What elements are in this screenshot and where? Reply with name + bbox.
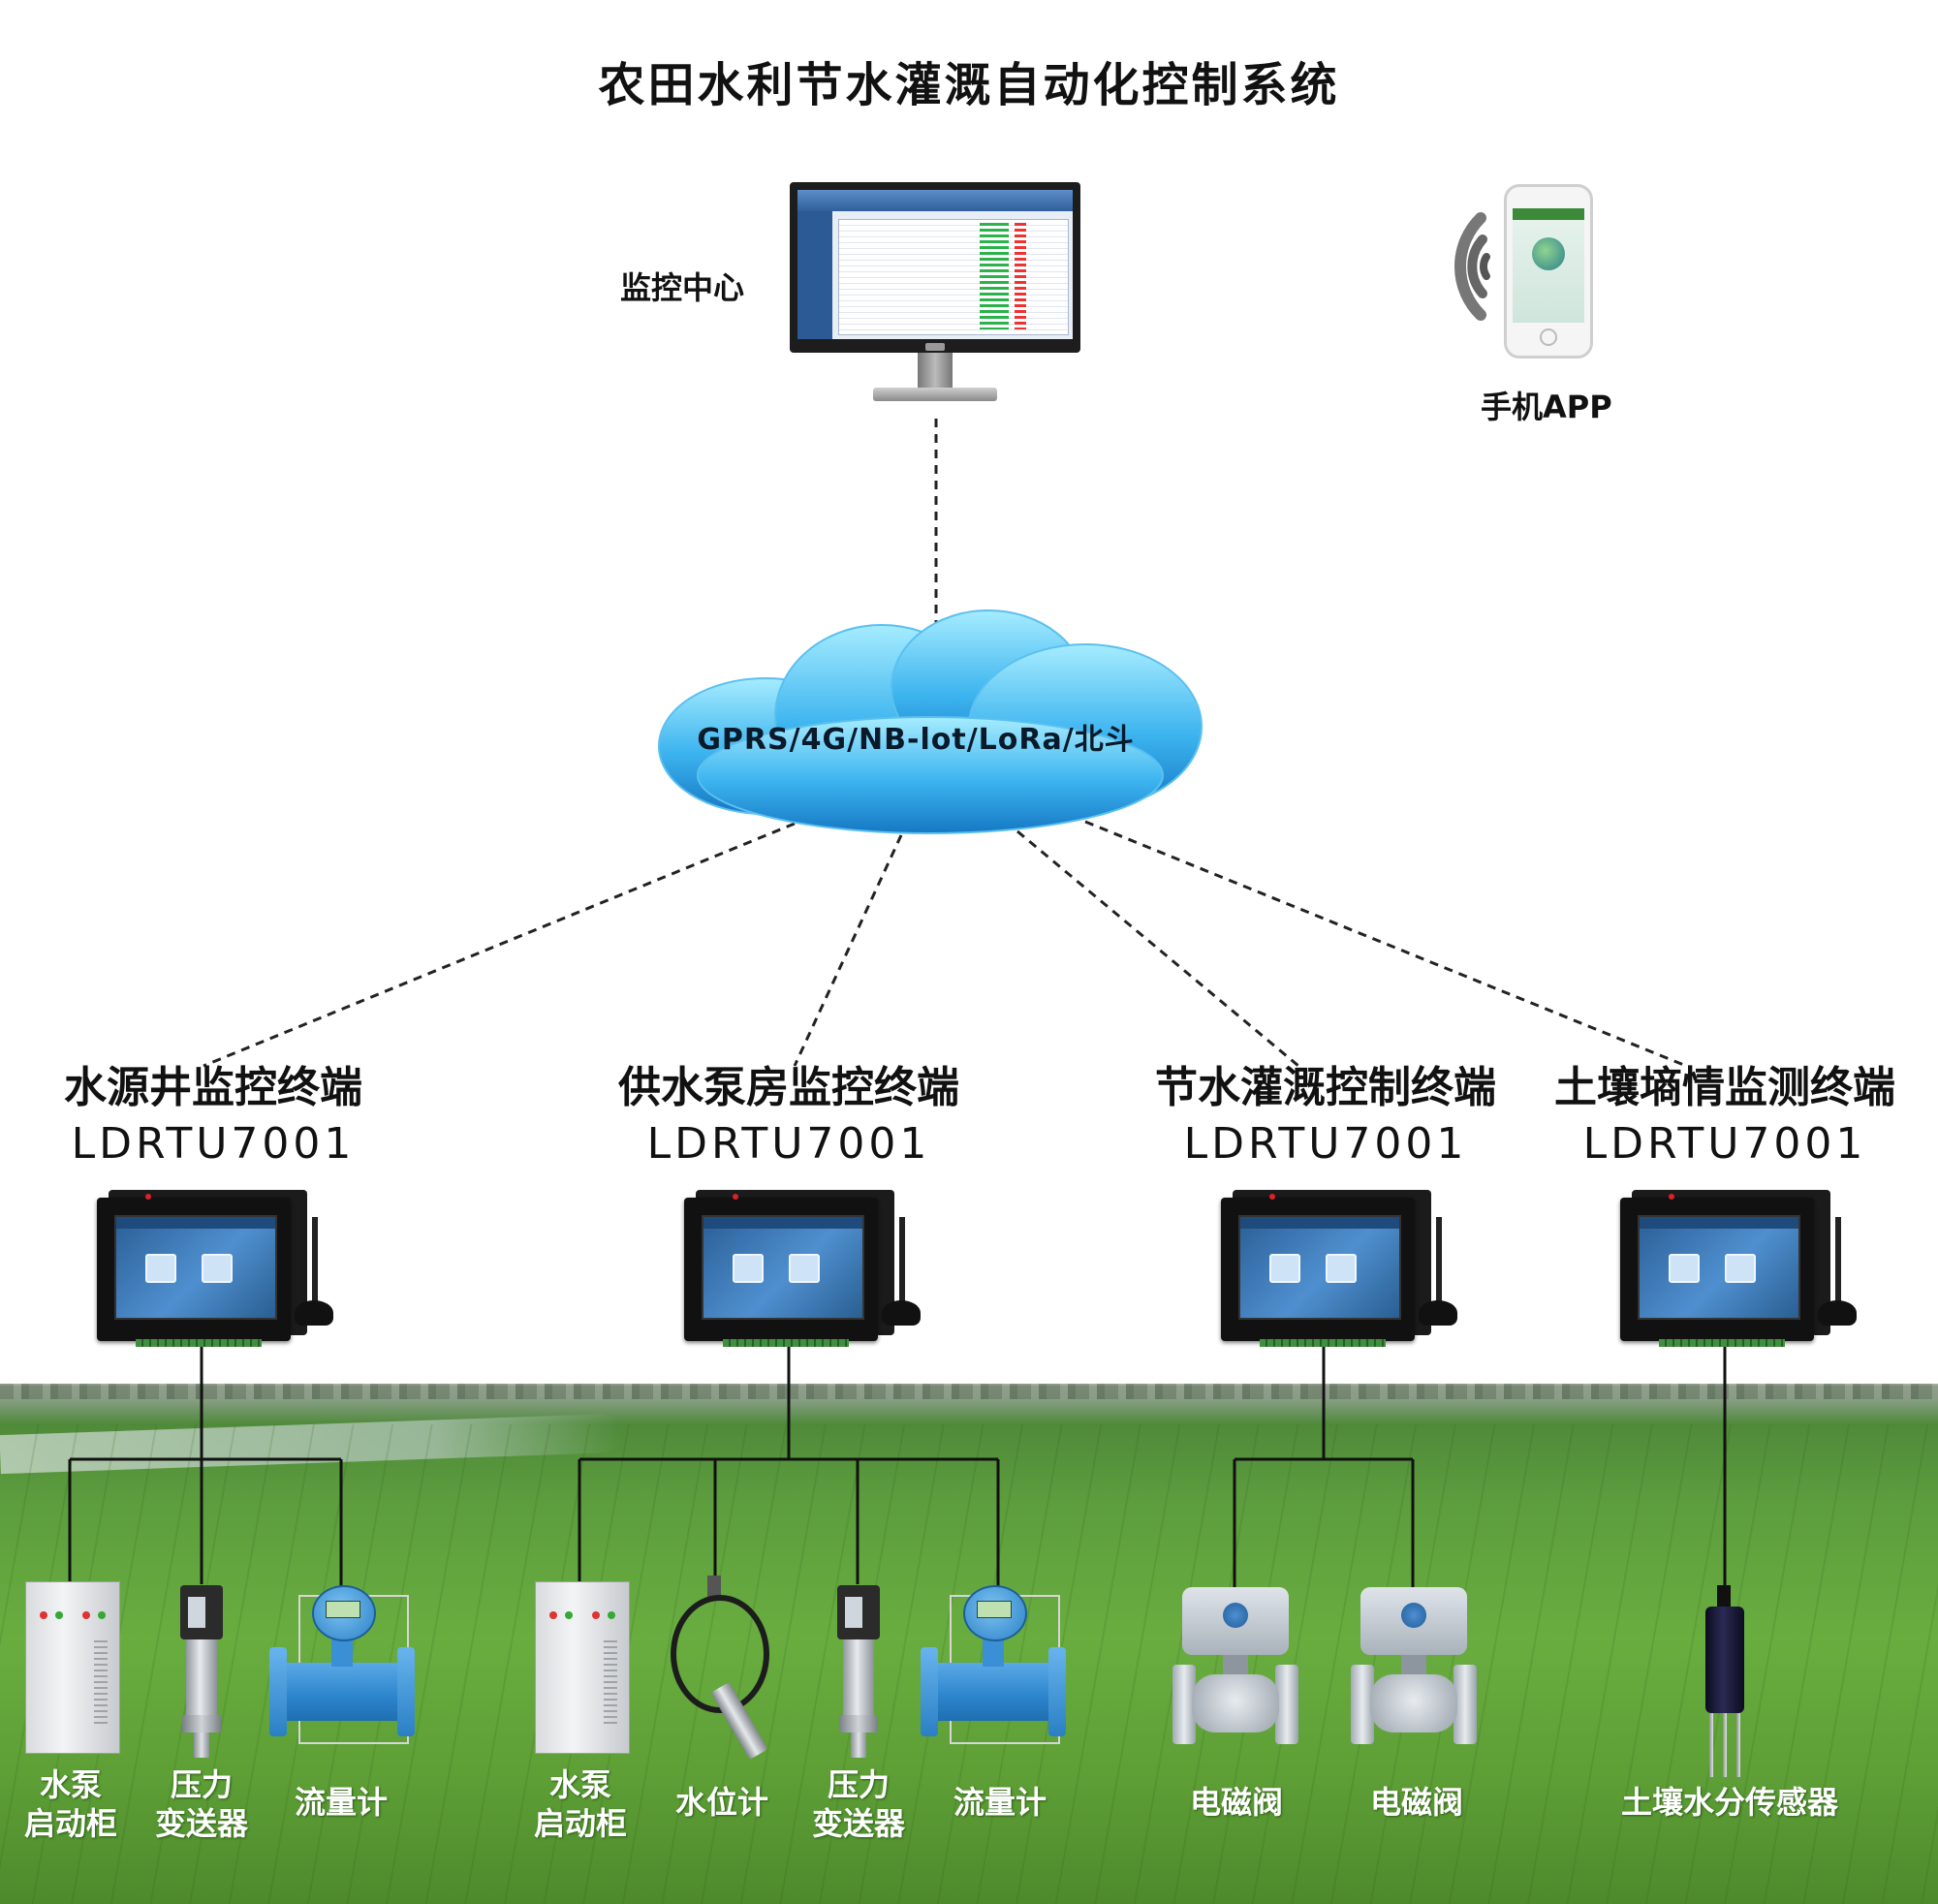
device-label-solenoid-valve: 电磁阀 <box>1189 1784 1283 1821</box>
device-label-pressure-transmitter: 压力变送器 <box>811 1766 905 1842</box>
terminal-4-device <box>1620 1190 1857 1347</box>
flow-meter-icon <box>921 1585 1066 1750</box>
wireless-signal-icon <box>1454 212 1490 321</box>
solenoid-valve-icon <box>1172 1587 1298 1762</box>
terminal-2-device <box>684 1190 921 1347</box>
terminal-4-name: 土壤墒情监测终端 <box>1554 1063 1895 1112</box>
device-label-solenoid-valve: 电磁阀 <box>1369 1784 1463 1821</box>
link-cloud-terminal-1 <box>203 822 796 1068</box>
mobile-app-label: 手机APP <box>1481 389 1612 425</box>
terminal-2-model: LDRTU7001 <box>646 1119 931 1169</box>
monitor-center-label: 监控中心 <box>620 269 745 306</box>
diagram-title: 农田水利节水灌溉自动化控制系统 <box>598 58 1340 112</box>
pressure-transmitter-icon <box>178 1585 225 1760</box>
pump-cabinet-icon <box>25 1581 120 1754</box>
terminal-3-model: LDRTU7001 <box>1183 1119 1468 1169</box>
device-label-flow-meter: 流量计 <box>294 1784 388 1821</box>
terminal-4-model: LDRTU7001 <box>1582 1119 1867 1169</box>
flow-meter-icon <box>269 1585 415 1750</box>
mobile-phone <box>1504 184 1593 359</box>
device-label-pressure-transmitter: 压力变送器 <box>154 1766 248 1842</box>
device-label-soil-moisture-sensor: 土壤水分传感器 <box>1620 1784 1838 1821</box>
device-label-flow-meter: 流量计 <box>953 1784 1047 1821</box>
terminal-1-device <box>97 1190 333 1347</box>
farmland-background <box>0 1386 1938 1904</box>
link-cloud-terminal-4 <box>1084 820 1687 1068</box>
network-protocols-label: GPRS/4G/NB-lot/LoRa/北斗 <box>697 723 1135 757</box>
link-cloud-terminal-3 <box>1016 829 1299 1068</box>
network-cloud <box>658 609 1203 834</box>
terminal-1-name: 水源井监控终端 <box>64 1063 362 1112</box>
water-level-gauge-icon <box>661 1576 787 1761</box>
pump-cabinet-icon <box>535 1581 630 1754</box>
device-label-level-gauge: 水位计 <box>674 1784 768 1821</box>
link-cloud-terminal-2 <box>793 834 903 1067</box>
monitor-center-computer <box>790 182 1080 407</box>
soil-moisture-sensor-icon <box>1696 1585 1754 1779</box>
terminal-3-name: 节水灌溉控制终端 <box>1155 1063 1496 1112</box>
device-label-pump-cabinet: 水泵启动柜 <box>23 1766 117 1842</box>
treeline <box>0 1384 1938 1399</box>
terminal-1-model: LDRTU7001 <box>71 1119 356 1169</box>
terminal-2-name: 供水泵房监控终端 <box>618 1063 959 1112</box>
solenoid-valve-icon <box>1351 1587 1477 1762</box>
pressure-transmitter-icon <box>835 1585 882 1760</box>
terminal-3-device <box>1221 1190 1457 1347</box>
device-label-pump-cabinet: 水泵启动柜 <box>533 1766 627 1842</box>
